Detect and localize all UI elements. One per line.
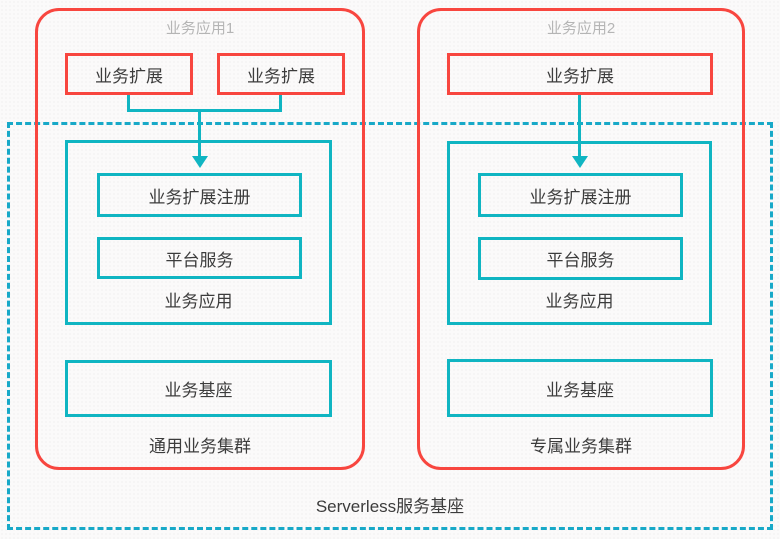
app1-extension-box-1: 业务扩展 [65,53,193,95]
connector-line [127,109,282,112]
cluster2-label: 专属业务集群 [530,437,632,456]
app1-frame [35,8,365,470]
arrow-down-icon [192,156,208,168]
app2-register-box: 业务扩展注册 [478,173,683,217]
connector-line [578,95,581,157]
app2-title: 业务应用2 [546,20,616,37]
app1-register-box: 业务扩展注册 [97,173,302,217]
app2-platform-box: 平台服务 [478,237,683,280]
app1-extension-box-2: 业务扩展 [217,53,345,95]
app1-platform-box: 平台服务 [97,237,302,279]
connector-line [279,95,282,112]
app2-base-box: 业务基座 [447,359,713,417]
serverless-boundary [7,122,773,530]
app1-base-box: 业务基座 [65,360,332,417]
app2-frame [417,8,745,470]
app2-extension-box: 业务扩展 [447,53,713,95]
serverless-label: Serverless服务基座 [315,497,465,516]
cluster1-label: 通用业务集群 [149,437,251,456]
connector-line [127,95,130,112]
app2-inner-app-label: 业务应用 [545,292,614,311]
app1-inner-app-label: 业务应用 [164,292,233,311]
connector-line [198,109,201,157]
app1-title: 业务应用1 [165,20,235,37]
arrow-down-icon [572,156,588,168]
